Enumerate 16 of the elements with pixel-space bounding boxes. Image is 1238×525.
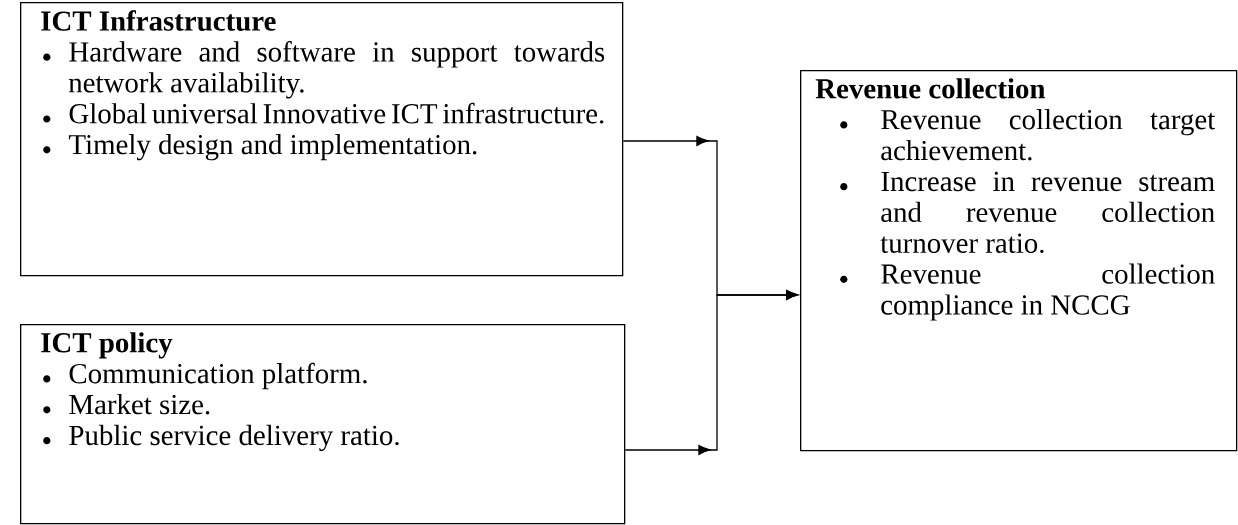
text-box (20, 2, 624, 277)
bullet-item: Hardware and software in support towards network availability. (68, 41, 605, 99)
bullet-item: Revenue collection target achievement. (881, 109, 1216, 161)
bullet-item: Market size. (69, 393, 210, 415)
text-box (800, 70, 1238, 452)
bullet-item: Global universal Innovative ICT infrastructure. (69, 102, 604, 124)
arrow (624, 290, 799, 455)
heading-text: Revenue collection (815, 78, 1046, 99)
heading-text: ICT policy (41, 332, 173, 359)
heading-text: ICT Infrastructure (41, 10, 276, 31)
bullet-item: Communication platform. (69, 362, 367, 390)
text-box (20, 324, 626, 525)
bullet-item: Public service delivery ratio. (69, 424, 399, 452)
bullet-item: Timely design and implementation. (68, 134, 477, 161)
bullet-item: Increase in revenue stream and revenue collection turnover ratio. (880, 171, 1215, 254)
bullet-item: Revenue collection compliance in NCCG (881, 263, 1215, 321)
